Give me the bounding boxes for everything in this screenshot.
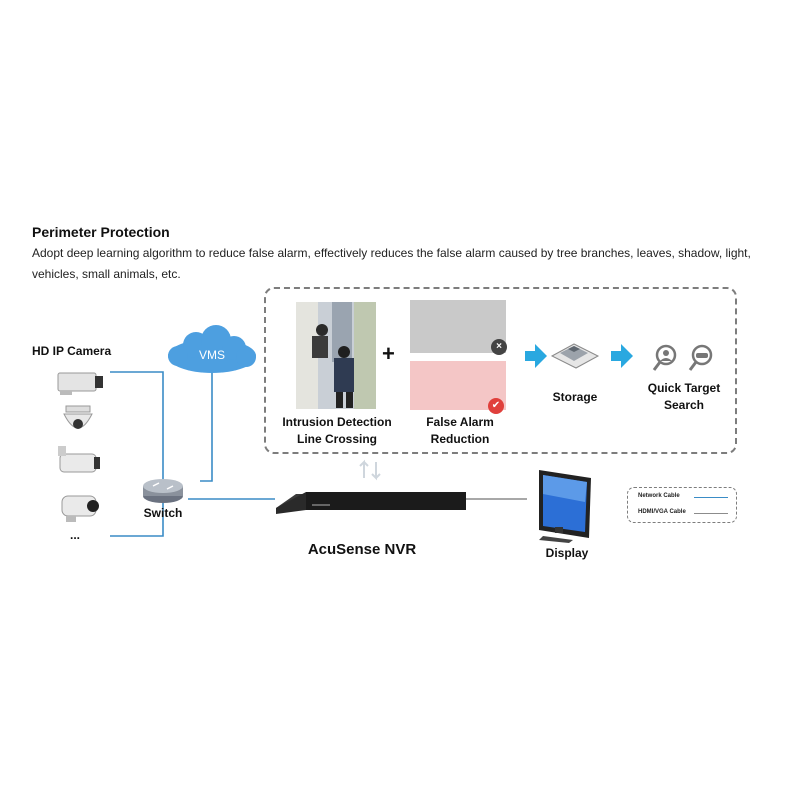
network-cables: [110, 360, 275, 537]
cameras-more-label: ...: [70, 528, 81, 542]
quick-search-label-line2: Search: [663, 398, 705, 412]
legend-network-label: Network Cable: [638, 493, 680, 499]
sync-arrows-icon: [359, 459, 381, 481]
nvr-label: AcuSense NVR: [307, 541, 417, 558]
plus-sign: +: [382, 341, 395, 366]
false-trigger-box: [410, 300, 506, 353]
page-description: Adopt deep learning algorithm to reduce …: [32, 246, 751, 281]
face-search-icon: [652, 344, 677, 371]
display-monitor-icon: [539, 470, 591, 543]
storage-label: Storage: [552, 390, 598, 404]
legend-hdmi-label: HDMI/VGA Cable: [638, 509, 686, 515]
intrusion-photo: [296, 302, 376, 409]
switch-label: Switch: [143, 506, 183, 520]
vehicle-search-icon: [688, 344, 713, 371]
false-alarm-label-line2: Reduction: [430, 432, 490, 446]
vms-cloud-icon: [168, 325, 256, 373]
reject-badge-icon: ×: [491, 339, 507, 355]
intrusion-label-line2: Line Crossing: [296, 432, 377, 446]
intrusion-label-line1: Intrusion Detection: [282, 415, 392, 429]
legend-network-swatch: [694, 497, 728, 498]
switch-icon: [143, 479, 183, 503]
dome-camera-icon: [63, 405, 93, 429]
cameras-label: HD IP Camera: [32, 344, 112, 358]
storage-icon: [550, 343, 600, 369]
flow-arrow-to-search: [611, 344, 633, 368]
page-title: Perimeter Protection: [32, 224, 170, 240]
display-label: Display: [545, 546, 589, 560]
nvr-device-icon: [276, 492, 466, 514]
box-camera-icon: [57, 372, 103, 395]
false-alarm-label-line1: False Alarm: [426, 415, 494, 429]
vms-label: VMS: [198, 348, 225, 362]
bullet-camera-icon: [58, 446, 100, 473]
cable-legend: Network Cable HDMI/VGA Cable: [627, 487, 737, 523]
flow-arrows: [525, 344, 633, 368]
processing-group-box: [264, 287, 737, 454]
flow-arrow-to-storage: [525, 344, 547, 368]
accept-badge-icon: ✔: [488, 398, 504, 414]
legend-hdmi-swatch: [694, 513, 728, 514]
quick-search-label-line1: Quick Target: [647, 381, 721, 395]
turret-camera-icon: [61, 495, 99, 522]
